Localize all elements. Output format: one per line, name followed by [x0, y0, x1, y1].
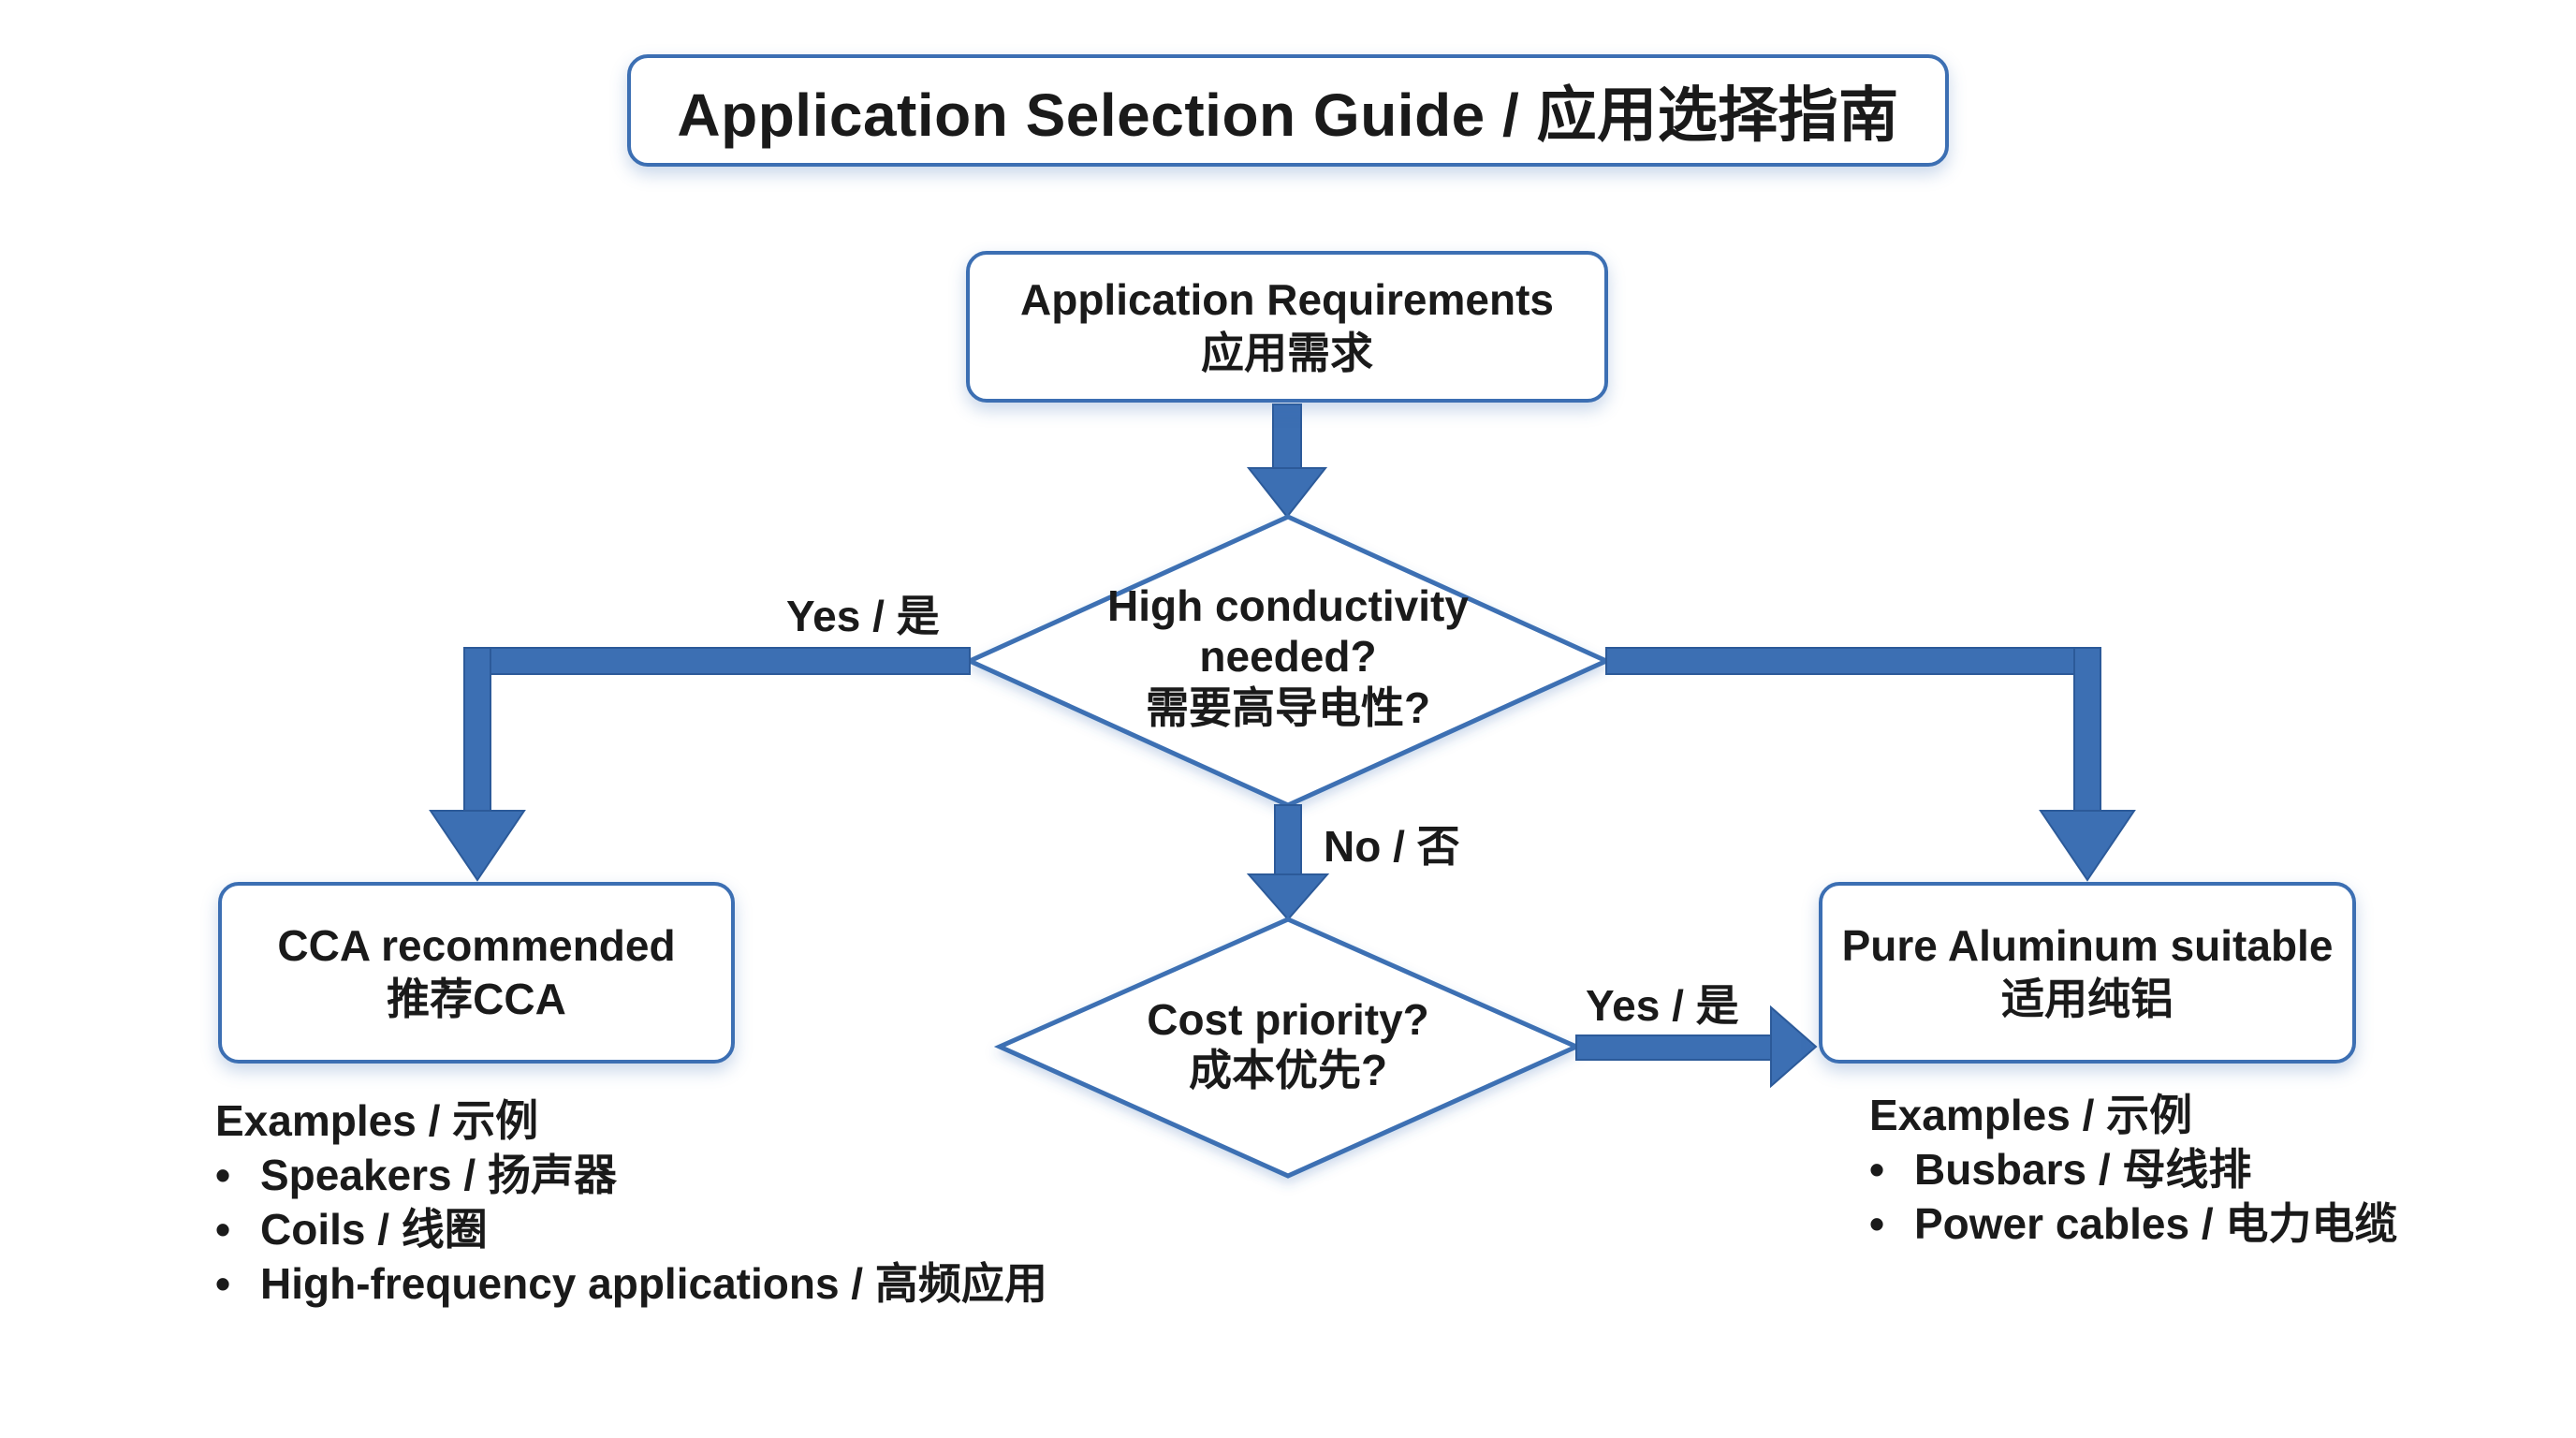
arrow-requirements-to-conductivity [1246, 404, 1328, 519]
arrow-right-to-pure-aluminum [1605, 647, 2136, 882]
examples-cca-list: •Speakers / 扬声器 •Coils / 线圈 •High-freque… [215, 1148, 1047, 1311]
node-application-requirements: Application Requirements 应用需求 [966, 251, 1608, 403]
arrow-yes-to-cca [429, 647, 971, 882]
node-requirements-label-en: Application Requirements [1020, 274, 1554, 324]
decision-cost-text: Cost priority? 成本优先? [1101, 994, 1475, 1096]
list-item: •Power cables / 电力电缆 [1869, 1196, 2397, 1251]
decision-conductivity-line3: 需要高导电性? [1145, 682, 1431, 732]
arrow-no-to-cost [1246, 804, 1330, 921]
list-item: •Coils / 线圈 [215, 1202, 1047, 1256]
examples-cca-title: Examples / 示例 [215, 1096, 539, 1145]
decision-conductivity-line1: High conductivity [1107, 581, 1469, 630]
bullet-icon: • [215, 1151, 231, 1199]
node-cca-label-zh: 推荐CCA [387, 975, 566, 1023]
edge-label-yes-left: Yes / 是 [786, 592, 940, 640]
decision-cost-line1: Cost priority? [1147, 995, 1429, 1044]
decision-cost-line2: 成本优先? [1188, 1046, 1388, 1095]
edge-label-yes-right: Yes / 是 [1586, 981, 1739, 1030]
bullet-icon: • [215, 1259, 231, 1308]
list-item: •Busbars / 母线排 [1869, 1142, 2397, 1196]
arrow-cost-yes-to-pure-aluminum [1575, 1005, 1818, 1089]
examples-pure-list: •Busbars / 母线排 •Power cables / 电力电缆 [1869, 1142, 2397, 1251]
examples-pure-aluminum: Examples / 示例 •Busbars / 母线排 •Power cabl… [1869, 1088, 2397, 1251]
node-cca-recommended: CCA recommended 推荐CCA [218, 882, 735, 1064]
decision-conductivity-line2: needed? [1199, 632, 1377, 682]
node-pure-aluminum-suitable: Pure Aluminum suitable 适用纯铝 [1819, 882, 2356, 1064]
node-cca-label-en: CCA recommended [277, 920, 676, 970]
examples-pure-title: Examples / 示例 [1869, 1091, 2193, 1139]
decision-diamond-cost [993, 917, 1583, 1179]
list-item: •Speakers / 扬声器 [215, 1148, 1047, 1202]
node-pure-label-zh: 适用纯铝 [2001, 975, 2174, 1023]
node-requirements-label-zh: 应用需求 [1201, 329, 1373, 377]
title-box: Application Selection Guide / 应用选择指南 [627, 54, 1949, 167]
examples-cca: Examples / 示例 •Speakers / 扬声器 •Coils / 线… [215, 1093, 1047, 1311]
edge-label-no: No / 否 [1324, 822, 1460, 871]
decision-conductivity-text: High conductivity needed? 需要高导电性? [1101, 580, 1475, 733]
node-pure-label-en: Pure Aluminum suitable [1841, 920, 2334, 970]
list-item: •High-frequency applications / 高频应用 [215, 1256, 1047, 1311]
bullet-icon: • [1869, 1145, 1885, 1194]
bullet-icon: • [1869, 1199, 1885, 1248]
bullet-icon: • [215, 1205, 231, 1254]
page-title: Application Selection Guide / 应用选择指南 [677, 81, 1899, 149]
